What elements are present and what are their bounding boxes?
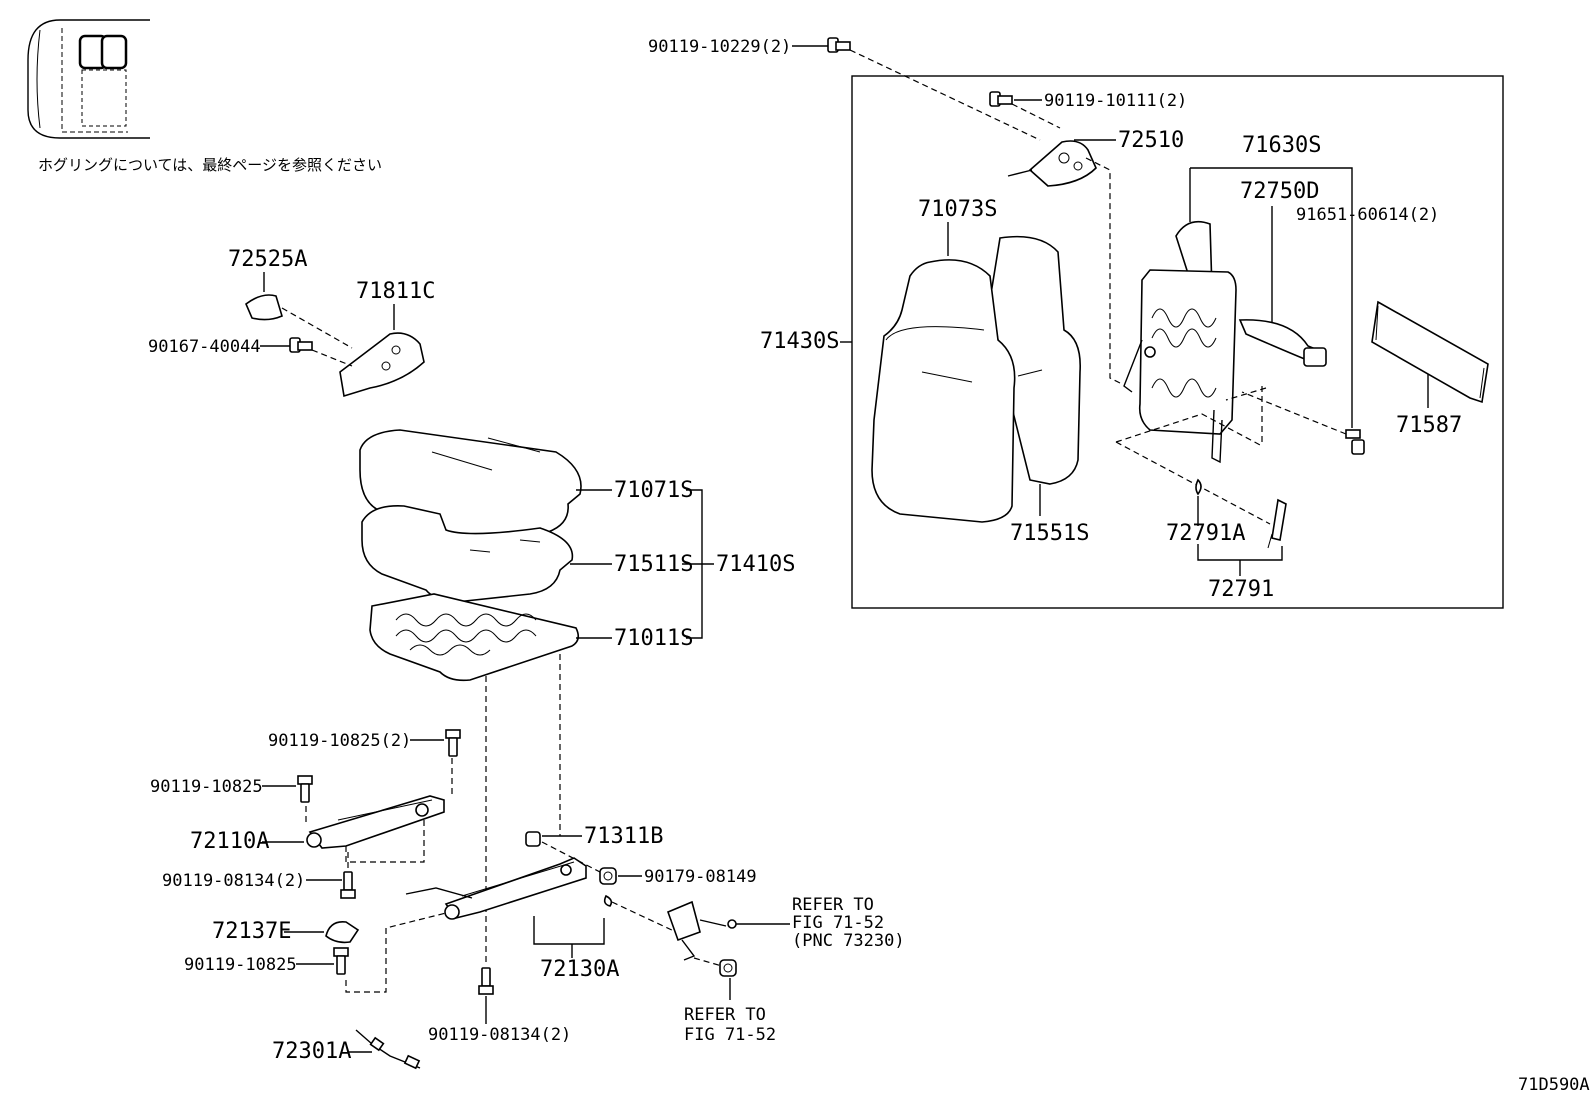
label-72130A: 72130A — [540, 957, 619, 982]
label-72110A: 72110A — [190, 829, 269, 854]
release-cable-icon — [355, 1029, 421, 1070]
spring-clip-icon — [603, 894, 613, 907]
hog-ring-note: ホグリングについては、最終ページを参照ください — [38, 156, 382, 174]
label-90119-08134-2-a: 90119-08134(2) — [162, 871, 305, 891]
refer-line-3: (PNC 73230) — [792, 931, 905, 951]
label-72301A: 72301A — [272, 1039, 351, 1064]
bolt-icon — [827, 37, 851, 53]
cushion-pad-icon — [361, 505, 574, 603]
bolt-icon — [989, 91, 1013, 107]
right-seat-track-icon — [405, 857, 587, 920]
label-72137E: 72137E — [212, 919, 291, 944]
label-71551S: 71551S — [1010, 521, 1089, 546]
label-71071S: 71071S — [614, 478, 693, 503]
label-72525A: 72525A — [228, 247, 307, 272]
refer-line-1: REFER TO — [792, 895, 874, 915]
screw-icon — [289, 337, 313, 353]
track-cover-icon — [325, 920, 360, 944]
nut-icon — [525, 831, 541, 847]
bolt-icon — [297, 775, 313, 803]
label-72750D: 72750D — [1240, 179, 1319, 204]
label-72791: 72791 — [1208, 577, 1274, 602]
refer2-line-2: FIG 71-52 — [684, 1025, 776, 1045]
label-71311B: 71311B — [584, 824, 663, 849]
label-71430S: 71430S — [760, 329, 839, 354]
label-91651-60614: 91651-60614(2) — [1296, 205, 1439, 225]
vehicle-locator-icon — [27, 19, 150, 139]
refer2-line-1: REFER TO — [684, 1005, 766, 1025]
bolt-icon — [478, 967, 494, 995]
bolt-icon — [333, 947, 349, 975]
side-shield-icon — [339, 332, 425, 398]
label-90179-08149: 90179-08149 — [644, 867, 757, 887]
figure-code: 71D590A — [1518, 1075, 1590, 1095]
seatback-frame-icon — [1123, 220, 1237, 464]
seatback-cover-icon — [871, 235, 1081, 523]
seatback-hinge-bracket-icon — [1007, 140, 1097, 187]
bolt-icon — [340, 871, 356, 899]
nut-icon — [719, 959, 737, 977]
refer-line-2: FIG 71-52 — [792, 913, 884, 933]
back-board-icon — [1371, 300, 1489, 404]
recliner-lever-icon — [1238, 319, 1327, 367]
label-72510: 72510 — [1118, 128, 1184, 153]
label-71811C: 71811C — [356, 279, 435, 304]
label-71587: 71587 — [1396, 413, 1462, 438]
label-71630S: 71630S — [1242, 133, 1321, 158]
label-90119-10825-b: 90119-10825 — [184, 955, 297, 975]
release-strap-icon — [1267, 498, 1287, 549]
label-90119-10111: 90119-10111(2) — [1044, 91, 1187, 111]
label-90119-10229: 90119-10229(2) — [648, 37, 791, 57]
nut-icon — [599, 867, 617, 885]
bolt-icon — [445, 729, 461, 757]
label-90167-40044: 90167-40044 — [148, 337, 261, 357]
label-90119-10825-a: 90119-10825 — [150, 777, 263, 797]
label-71511S: 71511S — [614, 552, 693, 577]
label-90119-08134-2-b: 90119-08134(2) — [428, 1025, 571, 1045]
bolt-icon — [1345, 429, 1365, 455]
label-71410S: 71410S — [716, 552, 795, 577]
seat-belt-buckle-icon — [666, 900, 737, 961]
label-71073S: 71073S — [918, 197, 997, 222]
label-72791A: 72791A — [1166, 521, 1245, 546]
clip-icon — [1195, 478, 1202, 496]
left-seat-track-icon — [306, 795, 445, 849]
cushion-frame-icon — [369, 593, 580, 682]
knob-cover-icon — [245, 294, 283, 321]
label-90119-10825-2: 90119-10825(2) — [268, 731, 411, 751]
label-71011S: 71011S — [614, 626, 693, 651]
